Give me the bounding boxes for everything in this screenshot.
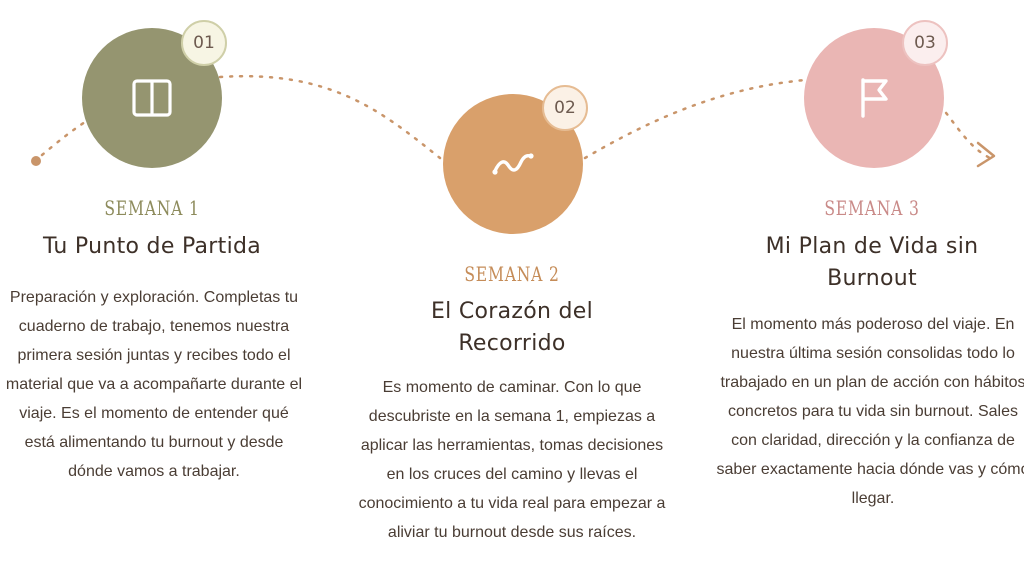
- step-1-description: Preparación y exploración. Completas tu …: [5, 289, 303, 480]
- step-2-number-badge: 02: [542, 85, 588, 131]
- step-3-number-badge: 03: [902, 20, 948, 66]
- step-1-title: Tu Punto de Partida: [42, 234, 262, 259]
- step-2-description: Es momento de caminar. Con lo que descub…: [358, 379, 666, 541]
- step-3-week-label: SEMANA 3: [824, 196, 920, 220]
- step-3-circle: [804, 28, 944, 168]
- step-2-week-label: SEMANA 2: [464, 262, 560, 286]
- path-arrow-head: [976, 141, 996, 168]
- step-1-number: 01: [193, 33, 215, 53]
- flag-icon: [861, 78, 888, 118]
- path-start-dot: [31, 156, 41, 166]
- step-3-number: 03: [914, 33, 936, 53]
- path-icon: [492, 153, 534, 175]
- step-1-week-label: SEMANA 1: [104, 196, 200, 220]
- step-3-title: Mi Plan de Vida sin Burnout: [765, 234, 979, 291]
- step-2-title: El Corazón del Recorrido: [430, 299, 594, 356]
- book-icon: [132, 79, 172, 117]
- step-3-description: El momento más poderoso del viaje. En nu…: [716, 316, 1024, 507]
- step-1-number-badge: 01: [181, 20, 227, 66]
- step-2-number: 02: [554, 98, 576, 118]
